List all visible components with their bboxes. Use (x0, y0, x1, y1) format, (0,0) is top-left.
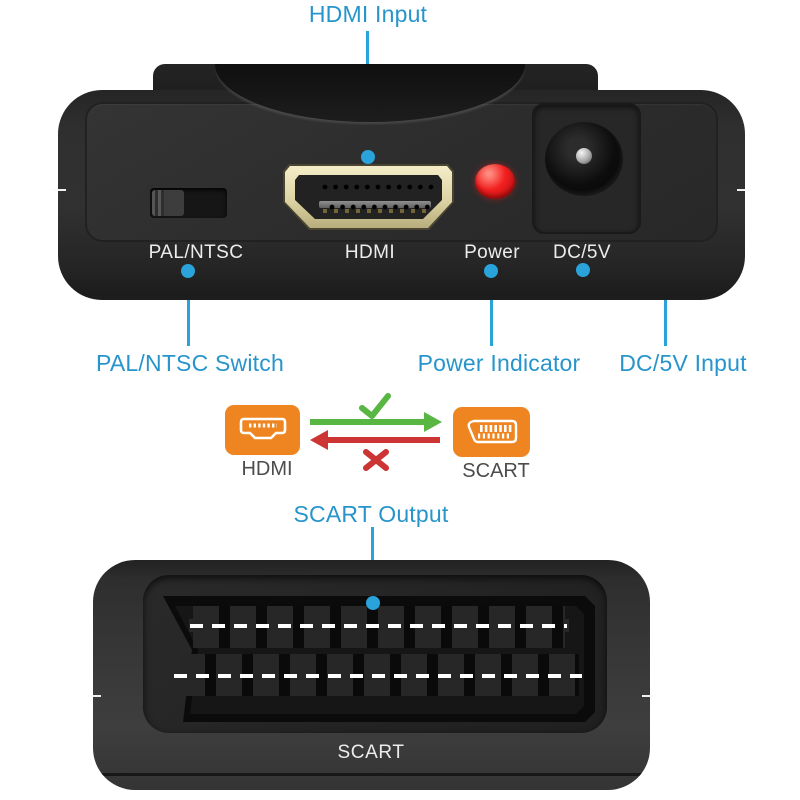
annotation-dot-power (484, 264, 498, 278)
scart-connector-badge (453, 407, 530, 457)
edge-highlight-right (737, 189, 752, 191)
label-hdmi: HDMI (344, 242, 396, 263)
dc-jack-recess (532, 103, 641, 234)
edge-highlight-bottom-left (86, 695, 101, 697)
diagram-hdmi-label: HDMI (241, 458, 293, 480)
annotation-dot-switch (181, 264, 195, 278)
annotation-line-dc5v-v (664, 268, 667, 346)
label-dc5v: DC/5V (553, 242, 611, 263)
hdmi-port-cavity (295, 175, 442, 219)
scart-icon (467, 419, 517, 444)
dc-jack (545, 122, 623, 196)
edge-highlight-bottom-right (642, 695, 657, 697)
hdmi-pins-top (320, 183, 438, 191)
scart-dash-bottom (174, 674, 582, 678)
power-led (475, 164, 515, 199)
case-seam (97, 773, 646, 776)
converter-rear-panel: PAL/NTSC HDMI Power DC/5V (58, 90, 745, 300)
cross-icon (363, 449, 389, 471)
annotation-line-power (490, 276, 493, 346)
hdmi-connector-badge (225, 405, 300, 455)
hdmi-icon (239, 417, 286, 440)
annotation-dot-dc5v (576, 263, 590, 277)
edge-highlight-left (51, 189, 66, 191)
check-icon (359, 393, 391, 419)
annotation-pal-ntsc-switch: PAL/NTSC Switch (96, 350, 284, 376)
annotation-hdmi-input: HDMI Input (308, 1, 428, 27)
hdmi-port (283, 164, 454, 230)
label-power: Power (464, 242, 520, 263)
hdmi-port-bezel (285, 166, 452, 228)
hdmi-pins-bottom (327, 203, 431, 211)
annotation-scart-output: SCART Output (293, 501, 449, 527)
annotation-power-indicator: Power Indicator (417, 350, 581, 376)
annotation-dc5v-input: DC/5V Input (619, 350, 747, 376)
annotation-dot-scart (366, 596, 380, 610)
label-scart: SCART (337, 742, 405, 763)
switch-knob (152, 190, 184, 216)
dc-jack-pin (576, 148, 592, 164)
annotation-dot-hdmi-input (361, 150, 375, 164)
scart-dash-top (190, 624, 567, 628)
conversion-arrows (310, 393, 442, 471)
annotation-line-switch (187, 276, 190, 346)
diagram-scart-label: SCART (462, 460, 530, 482)
hdmi-pin-glints (323, 209, 427, 213)
label-pal-ntsc: PAL/NTSC (148, 242, 244, 263)
pal-ntsc-switch (150, 188, 227, 218)
